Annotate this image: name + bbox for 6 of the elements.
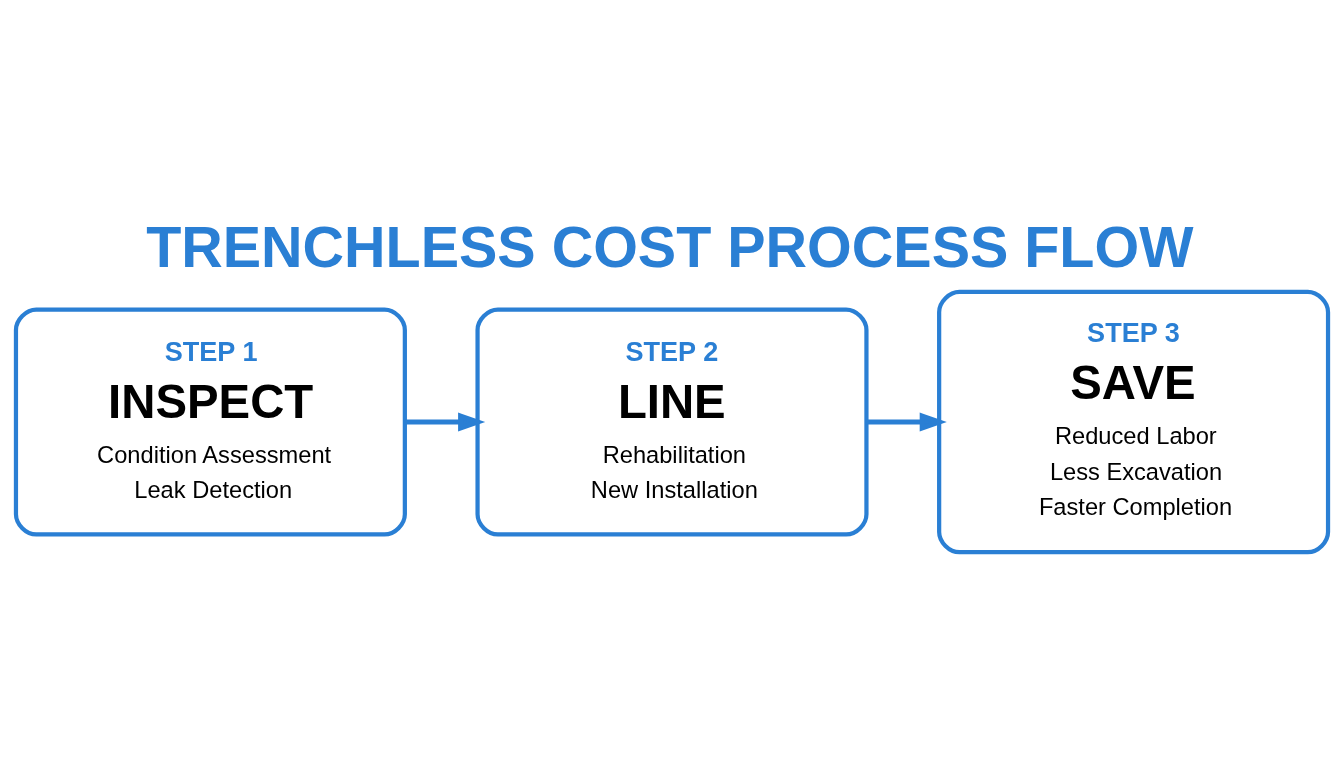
arrow bbox=[866, 412, 947, 432]
node-box: STEP 3 SAVE Reduced Labor Less Excavation Faster Completion bbox=[937, 289, 1331, 555]
diagram-title: TRENCHLESS COST PROCESS FLOW bbox=[146, 214, 1194, 279]
arrow bbox=[405, 412, 486, 432]
node-box: STEP 2 LINE Rehabilitation New Installation bbox=[475, 307, 869, 537]
node-box: STEP 1 INSPECT Condition Assessment Leak Detection bbox=[13, 307, 407, 537]
